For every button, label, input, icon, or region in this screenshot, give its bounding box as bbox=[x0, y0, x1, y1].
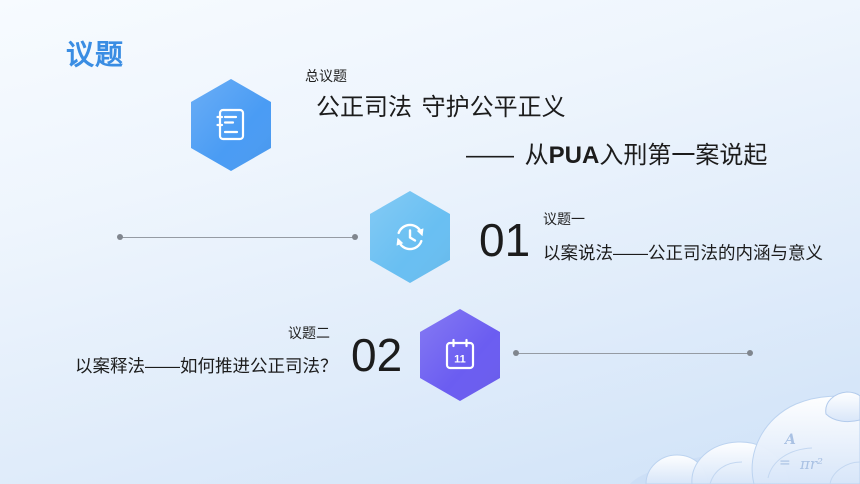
connector-line-1 bbox=[120, 237, 355, 238]
refresh-arc-top bbox=[397, 223, 424, 237]
topic-2-hexagon: 11 bbox=[420, 309, 500, 401]
connector-2-end-dot bbox=[747, 350, 753, 356]
calendar-day: 11 bbox=[454, 354, 466, 366]
topic-2-title: 以案释法——如何推进公正司法？ bbox=[75, 356, 338, 376]
clock-hands bbox=[408, 229, 417, 242]
topic-2-label: 议题二 bbox=[288, 325, 330, 341]
refresh-arc-bottom bbox=[396, 237, 423, 251]
hexagon-shine bbox=[420, 309, 500, 401]
calendar-icon bbox=[445, 338, 475, 370]
formula-rhs: πr² bbox=[799, 455, 823, 473]
main-topic-hexagon bbox=[191, 79, 271, 171]
connector-line-2 bbox=[516, 353, 750, 354]
connector-1-end-dot bbox=[352, 234, 358, 240]
main-topic-subtitle: —— 从PUA入刑第一案说起 bbox=[466, 144, 767, 168]
paper-fold-line bbox=[767, 447, 813, 479]
topic-1-hexagon bbox=[370, 191, 450, 283]
paper-fold-line bbox=[829, 461, 860, 484]
topic-1-label: 议题一 bbox=[543, 211, 585, 227]
formula-equals: = bbox=[779, 455, 791, 471]
main-topic-label: 总议题 bbox=[305, 68, 347, 84]
topic-2-number: 02 bbox=[351, 329, 403, 381]
subtitle-highlight: PUA bbox=[548, 142, 600, 169]
topic-1-title: 以案说法——公正司法的内涵与意义 bbox=[543, 243, 823, 263]
paper-curl-top bbox=[825, 391, 860, 423]
notebook-icon bbox=[216, 108, 245, 141]
refresh-clock-icon bbox=[396, 223, 424, 251]
topic-1-number: 01 bbox=[479, 214, 531, 266]
calendar-outline bbox=[445, 341, 475, 370]
connector-2-start-dot bbox=[513, 350, 519, 356]
connector-1-start-dot bbox=[117, 234, 123, 240]
main-topic-title: 公正司法 守护公平正义 bbox=[316, 94, 566, 121]
hexagon-shine bbox=[191, 79, 271, 171]
subtitle-suffix: 入刑第一案说起 bbox=[599, 142, 768, 169]
formula-letter: A bbox=[783, 432, 796, 448]
subtitle-prefix: —— 从 bbox=[466, 142, 549, 169]
paper-fold-line bbox=[709, 461, 743, 484]
slide-title: 议题 bbox=[66, 39, 125, 70]
